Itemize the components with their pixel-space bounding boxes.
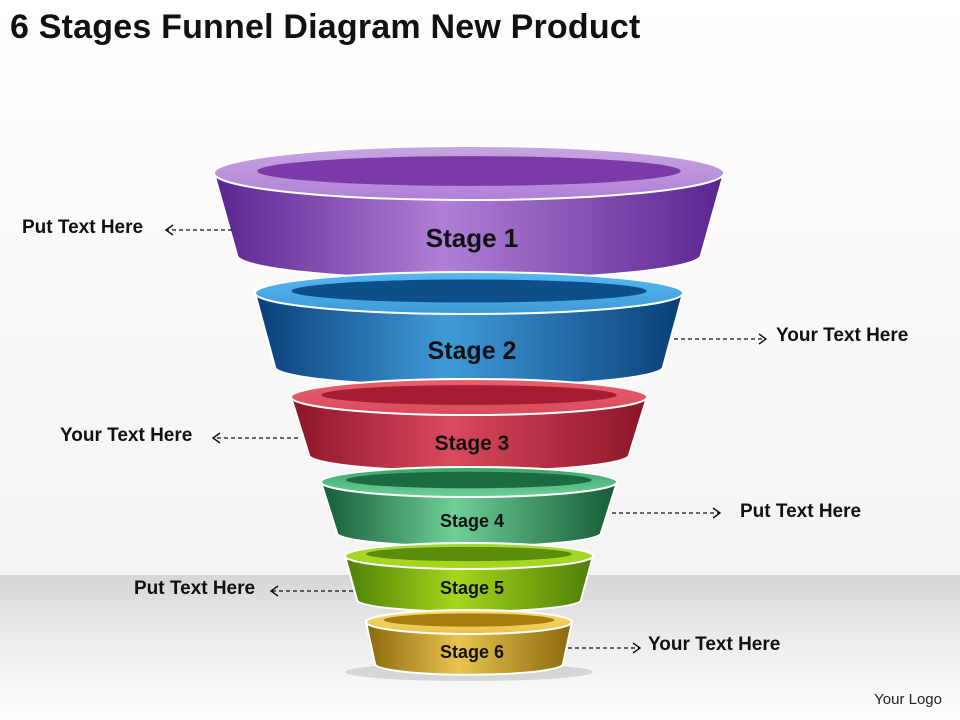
stage-5-label: Stage 5 — [440, 578, 504, 598]
stage-2-label: Stage 2 — [428, 337, 517, 365]
funnel-stage-4-opening — [346, 471, 592, 489]
logo-text: Your Logo — [874, 691, 942, 708]
stage-6-label: Stage 6 — [440, 642, 504, 662]
funnel-stage-6-body — [364, 621, 574, 676]
callout-arrow-stage-6 — [568, 642, 642, 654]
callout-text-stage-1: Put Text Here — [22, 217, 144, 238]
callout-arrow-stage-4 — [612, 507, 722, 519]
callout-text-stage-3: Your Text Here — [60, 425, 193, 446]
callout-text-stage-6: Your Text Here — [648, 634, 781, 655]
callout-text-stage-5: Put Text Here — [134, 578, 256, 599]
funnel-stage-3-opening — [321, 385, 617, 405]
funnel-stage-6-opening — [383, 613, 555, 627]
funnel-stage-5-opening — [366, 546, 572, 562]
page-title: 6 Stages Funnel Diagram New Product — [10, 8, 641, 46]
callout-arrow-stage-5 — [269, 585, 353, 597]
callout-arrow-stage-3 — [211, 432, 298, 444]
callout-text-stage-4: Put Text Here — [740, 501, 862, 522]
callout-arrow-stage-1 — [164, 224, 232, 236]
funnel-stage-1-opening — [257, 156, 681, 186]
funnel-stage-2: Stage 2 — [253, 271, 685, 387]
funnel-stage-6: Stage 6 — [345, 609, 593, 681]
callout-text-stage-2: Your Text Here — [776, 325, 909, 346]
funnel-stage-2-opening — [291, 279, 647, 303]
stage-4-label: Stage 4 — [440, 511, 504, 531]
stage-3-label: Stage 3 — [435, 432, 510, 455]
callout-arrow-stage-2 — [674, 333, 768, 345]
funnel-stage-1: Stage 1 — [212, 145, 726, 281]
funnel-stage-4: Stage 4 — [319, 466, 619, 548]
funnel-stage-3: Stage 3 — [289, 378, 649, 473]
stage-1-label: Stage 1 — [426, 223, 519, 253]
funnel-stage-5: Stage 5 — [343, 542, 595, 613]
